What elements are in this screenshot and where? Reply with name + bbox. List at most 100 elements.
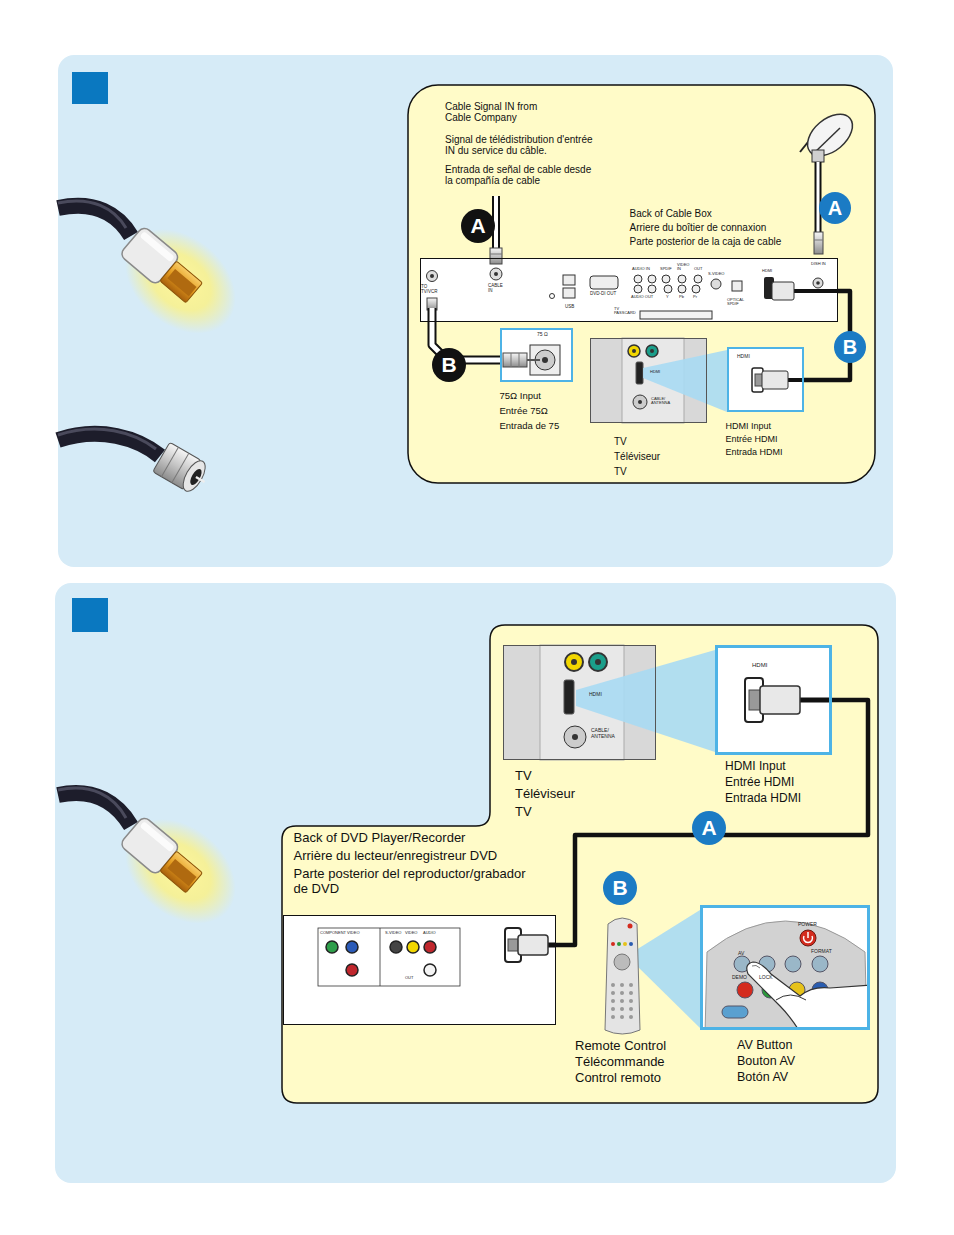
remote-illustration-part bbox=[611, 983, 615, 987]
port-name: HDMI bbox=[589, 692, 602, 698]
hdmi-plug-part bbox=[800, 698, 832, 703]
node-text: Back of DVD Player/Recorder bbox=[294, 830, 466, 846]
cable-box-ports-part bbox=[420, 258, 838, 322]
hdmi-cable-icon-part bbox=[58, 201, 126, 228]
coax-cable-icon-part-part bbox=[179, 457, 210, 494]
cable-box-ports-part bbox=[648, 285, 656, 293]
step-marker bbox=[72, 598, 108, 632]
hdmi-cable-icon-part bbox=[103, 796, 256, 944]
node-text: Entrada HDMI bbox=[725, 791, 801, 805]
button-name: LOCK bbox=[759, 975, 773, 981]
coax-plug-part bbox=[814, 240, 823, 241]
hdmi-cable-icon bbox=[58, 201, 256, 355]
node-text: Entrée 75Ω bbox=[500, 405, 548, 416]
tv-jack-panel-part bbox=[636, 362, 643, 384]
port-name: S-VIDEO bbox=[385, 931, 401, 935]
node-text: Parte posterior del reproductor/grabador… bbox=[294, 866, 539, 897]
coax-plug-part bbox=[430, 308, 435, 322]
port-name: USB bbox=[565, 305, 574, 310]
remote-illustration-part bbox=[623, 942, 627, 946]
port-name: HDMI bbox=[752, 662, 767, 669]
node-text: Parte posterior de la caja de cable bbox=[630, 236, 782, 248]
signal-note: Cable Signal IN from Cable Company bbox=[445, 101, 545, 123]
callout-letter: A bbox=[692, 811, 726, 845]
port-name: 75 Ω bbox=[537, 332, 548, 338]
hdmi-plug-part bbox=[760, 686, 800, 714]
cable-box-ports-part bbox=[590, 276, 618, 289]
button-inset: AV ButtonBouton AVBotón AV bbox=[700, 905, 870, 1030]
dvd-ports-part bbox=[326, 941, 338, 953]
dvd-ports-part bbox=[424, 964, 436, 976]
remote-illustration-part bbox=[620, 983, 624, 987]
remote-closeup-part bbox=[747, 962, 870, 1030]
dvd-ports-part bbox=[346, 964, 358, 976]
node-text: Arrière du lecteur/enregistreur DVD bbox=[294, 848, 498, 864]
port-name: HDMI bbox=[737, 354, 750, 360]
port-name: AUDIO bbox=[423, 931, 436, 935]
hdmi-plug-part bbox=[772, 282, 794, 300]
callout-letter: B bbox=[603, 871, 637, 905]
coax-plug bbox=[427, 298, 437, 322]
node-text: Entrée HDMI bbox=[725, 775, 794, 789]
remote-closeup bbox=[700, 905, 870, 1030]
callout-letter: B bbox=[432, 348, 466, 382]
remote-illustration-part bbox=[605, 918, 640, 1034]
remote-illustration-part bbox=[629, 1015, 633, 1019]
tv-jack-panel-part bbox=[633, 395, 647, 409]
cable-box-ports-part bbox=[430, 274, 434, 278]
hdmi-plug-part bbox=[788, 378, 804, 382]
hdmi-cable-icon-part bbox=[103, 206, 256, 354]
tv-jack-panel-part bbox=[632, 349, 636, 353]
node-text: Entrée HDMI bbox=[726, 434, 778, 445]
button-name: AV bbox=[738, 951, 744, 957]
coax-jack-part bbox=[500, 328, 573, 382]
dvd-ports-part bbox=[407, 941, 419, 953]
inset-ground bbox=[715, 645, 832, 755]
step-panel bbox=[58, 55, 893, 567]
remote-illustration-part bbox=[629, 991, 633, 995]
port-name: HDMI bbox=[650, 370, 660, 374]
remote-illustration-part bbox=[611, 999, 615, 1003]
coax-plug-part bbox=[428, 308, 437, 322]
cable-box-ports-part bbox=[427, 271, 438, 282]
port-name: TO TV/VCR bbox=[421, 285, 443, 295]
hdmi-plug bbox=[508, 935, 556, 955]
cable-box-ports-part bbox=[813, 278, 823, 288]
port-name: HDMI bbox=[762, 269, 772, 273]
remote-closeup-part bbox=[812, 956, 828, 972]
node-text: Téléviseur bbox=[515, 786, 575, 802]
tv-jack-panel-part bbox=[643, 350, 727, 412]
hdmi-plug-part bbox=[548, 943, 556, 948]
tv-jack-panel-part bbox=[646, 345, 658, 357]
remote-closeup-part bbox=[807, 932, 809, 938]
remote-illustration-part bbox=[611, 991, 615, 995]
coax-plug-part bbox=[490, 248, 502, 264]
dvd-ports-part bbox=[346, 941, 358, 953]
port-name: CABLE/ ANTENNA bbox=[651, 397, 675, 406]
tv-jack-panel-part bbox=[650, 349, 654, 353]
cable-box-ports-part bbox=[816, 281, 820, 285]
node-text: TV bbox=[515, 804, 532, 820]
port-name: TV PASSCARD bbox=[614, 307, 638, 316]
incoming-cable bbox=[496, 196, 497, 250]
coax-cable-icon bbox=[58, 429, 213, 497]
remote-illustration-part bbox=[614, 954, 630, 970]
cable-box-ports bbox=[420, 258, 838, 322]
coax-cable-icon-part bbox=[58, 429, 156, 449]
node-text: TV bbox=[614, 466, 627, 478]
coax-plug-part bbox=[490, 254, 502, 255]
coax-plug-part bbox=[527, 359, 540, 361]
coax-plug-part bbox=[503, 353, 527, 367]
coax-plug bbox=[503, 353, 540, 367]
cable-box-ports-part bbox=[662, 275, 670, 283]
callout-letter: B bbox=[834, 331, 866, 363]
node-text: 75Ω Input bbox=[500, 390, 541, 401]
cable-box-ports-part bbox=[664, 285, 672, 293]
remote-closeup-part bbox=[776, 995, 806, 1000]
remote-closeup-part bbox=[752, 965, 760, 968]
satellite-dish-part bbox=[812, 150, 824, 162]
node-text: TV bbox=[515, 768, 532, 784]
port-name: OPTICAL SPDIF bbox=[727, 298, 747, 307]
connection-area bbox=[408, 85, 875, 483]
port-name: DVD-DI OUT bbox=[590, 292, 616, 297]
